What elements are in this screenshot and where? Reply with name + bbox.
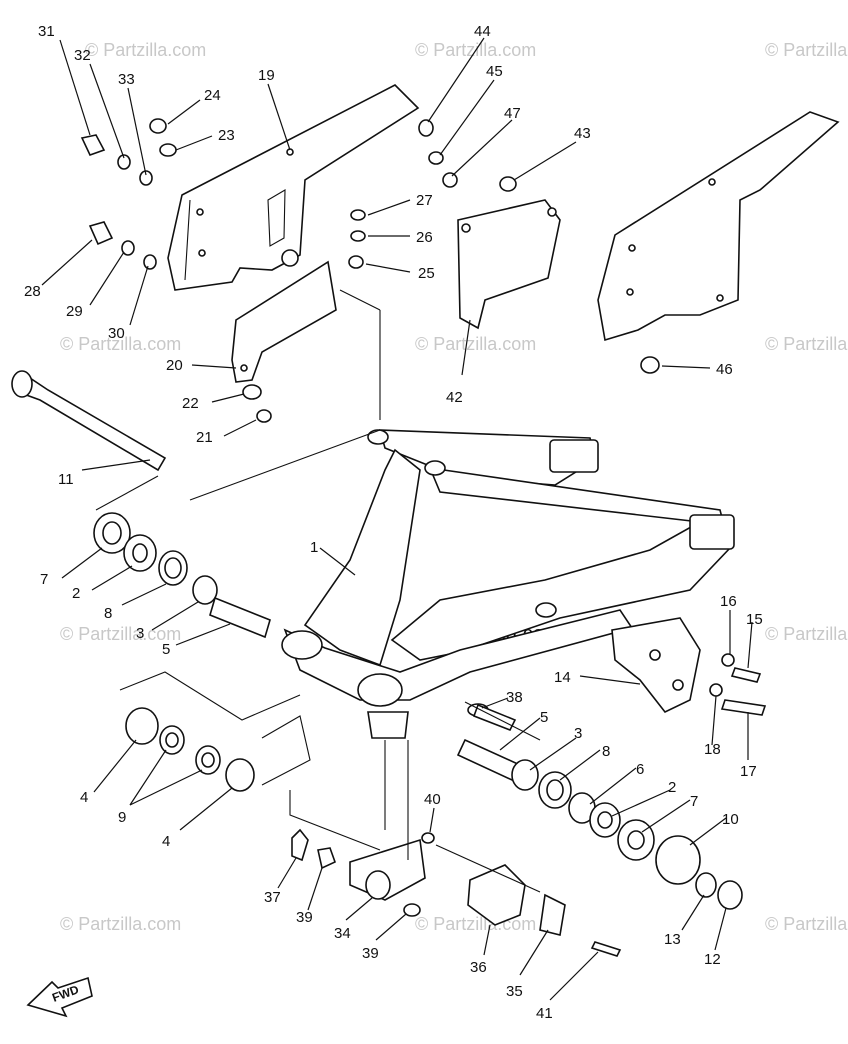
watermark: © Partzilla.com: [765, 40, 848, 60]
part-label: 20: [166, 357, 183, 374]
part-label: 33: [118, 71, 135, 88]
part-label: 21: [196, 429, 213, 446]
fwd-arrow-icon: FWD: [26, 976, 93, 1018]
plate: [231, 260, 337, 383]
part-label: 44: [474, 23, 491, 40]
part-label: 12: [704, 951, 721, 968]
part-label: 7: [690, 793, 698, 810]
watermark: © Partzilla.com: [765, 624, 848, 644]
watermark: © Partzilla.com: [765, 334, 848, 354]
part-label: 31: [38, 23, 55, 40]
part-label: 39: [362, 945, 379, 962]
part-label: 4: [162, 833, 170, 850]
part-label: 9: [118, 809, 126, 826]
part-label: 5: [540, 709, 548, 726]
watermarks: © Partzilla.com © Partzilla.com © Partzi…: [60, 40, 848, 934]
part-label: 45: [486, 63, 503, 80]
part-label: 4: [80, 789, 88, 806]
watermark: © Partzilla.com: [60, 914, 181, 934]
watermark: © Partzilla.com: [415, 914, 536, 934]
part-label: 3: [574, 725, 582, 742]
part-label: 8: [104, 605, 112, 622]
part-label: 39: [296, 909, 313, 926]
part-label: 16: [720, 593, 737, 610]
part-label: 26: [416, 229, 433, 246]
chain-adjuster: [611, 617, 767, 716]
part-label: 42: [446, 389, 463, 406]
part-label: 29: [66, 303, 83, 320]
part-label: 36: [470, 959, 487, 976]
part-label: 38: [506, 689, 523, 706]
leader-lines: [41, 37, 753, 1001]
part-label: 17: [740, 763, 757, 780]
left-bearing-stack: [93, 512, 271, 792]
part-label: 47: [504, 105, 521, 122]
part-label: 27: [416, 192, 433, 209]
part-label: 40: [424, 791, 441, 808]
watermark: © Partzilla.com: [60, 334, 181, 354]
part-label: 3: [136, 625, 144, 642]
part-label: 10: [722, 811, 739, 828]
part-label: 41: [536, 1005, 553, 1022]
part-label: 13: [664, 931, 681, 948]
part-label: 22: [182, 395, 199, 412]
part-label: 7: [40, 571, 48, 588]
part-label: 2: [668, 779, 676, 796]
part-label: 18: [704, 741, 721, 758]
part-label: 15: [746, 611, 763, 628]
part-label: 1: [310, 539, 318, 556]
part-label: 34: [334, 925, 351, 942]
part-label: 30: [108, 325, 125, 342]
part-label: 6: [636, 761, 644, 778]
part-label: 24: [204, 87, 221, 104]
part-label: 46: [716, 361, 733, 378]
part-label: 35: [506, 983, 523, 1000]
part-label: 8: [602, 743, 610, 760]
swingarm: [281, 429, 735, 739]
part-label: 23: [218, 127, 235, 144]
part-label: 14: [554, 669, 571, 686]
part-label: 43: [574, 125, 591, 142]
part-label: 32: [74, 47, 91, 64]
chain-guard-left: [167, 84, 420, 291]
part-label: 11: [58, 471, 74, 488]
part-label: 25: [418, 265, 435, 282]
part-label: 37: [264, 889, 281, 906]
part-label: 19: [258, 67, 275, 84]
watermark: © Partzilla.com: [60, 624, 181, 644]
part-label: 5: [162, 641, 170, 658]
part-number-labels: 31 32 33 24 23 19 28 29 30 20 22 21 27 2…: [24, 23, 763, 1022]
group-brackets: [95, 289, 541, 893]
chain-guard-right: [457, 111, 840, 342]
part-label: 2: [72, 585, 80, 602]
watermark: © Partzilla.com: [415, 334, 536, 354]
watermark: © Partzilla.com: [765, 914, 848, 934]
pivot-shaft: [11, 370, 167, 472]
watermark: © Partzilla.com: [85, 40, 206, 60]
part-label: 28: [24, 283, 41, 300]
